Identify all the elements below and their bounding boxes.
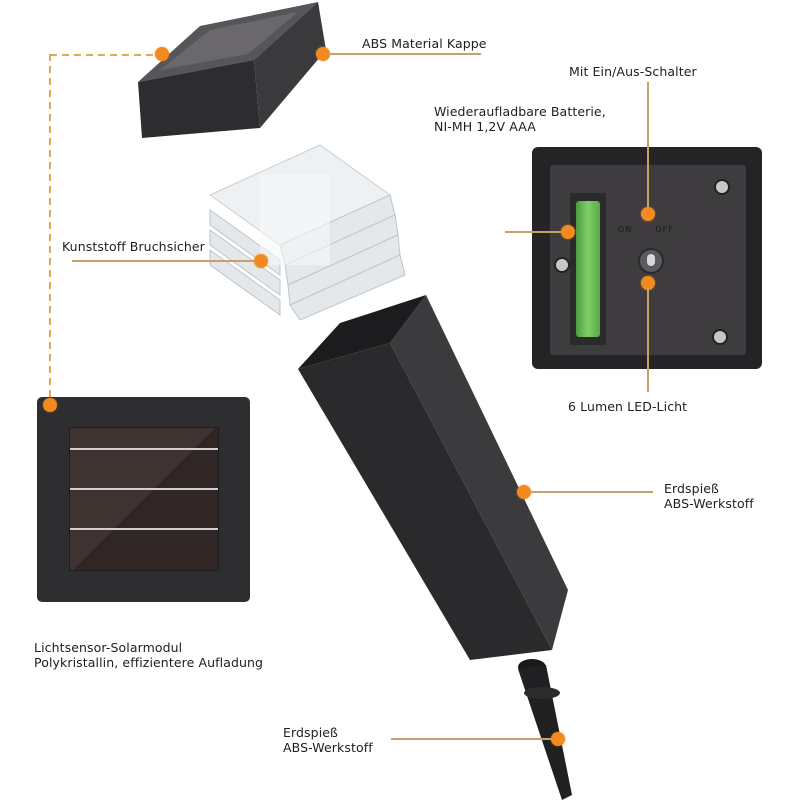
battery-dot bbox=[561, 225, 575, 239]
tube-leader-line bbox=[529, 491, 653, 493]
tube-illustration bbox=[298, 295, 568, 660]
switch-marking: ON OFF bbox=[618, 225, 674, 234]
led-leader-line bbox=[647, 288, 649, 392]
switch-dot bbox=[641, 207, 655, 221]
dashed-connector-side bbox=[49, 54, 51, 406]
clear-diffuser bbox=[200, 135, 410, 321]
spike-dot bbox=[551, 732, 565, 746]
spike-illustration bbox=[518, 659, 572, 800]
callout-stake-tube: Erdspieß ABS-Werkstoff bbox=[664, 481, 754, 511]
cap-leader-line bbox=[328, 53, 481, 55]
cap-illustration bbox=[138, 2, 326, 138]
battery-slot bbox=[570, 193, 606, 345]
callout-led: 6 Lumen LED-Licht bbox=[568, 399, 688, 414]
screw-icon bbox=[712, 329, 728, 345]
cap-dot-left bbox=[155, 47, 169, 61]
diffuser-illustration bbox=[209, 144, 406, 321]
callout-cap: ABS Material Kappe bbox=[362, 36, 487, 51]
ground-spike bbox=[510, 655, 590, 800]
battery-leader-line bbox=[505, 231, 567, 233]
switch-leader-line bbox=[647, 82, 649, 214]
led-dot bbox=[641, 276, 655, 290]
stake-tube bbox=[290, 285, 590, 660]
callout-solar: Lichtsensor-Solarmodul Polykristallin, e… bbox=[34, 640, 264, 670]
callout-switch: Mit Ein/Aus-Schalter bbox=[569, 64, 697, 79]
battery-cell bbox=[576, 201, 600, 337]
callout-diffuser: Kunststoff Bruchsicher bbox=[62, 239, 205, 254]
power-switch bbox=[638, 248, 664, 274]
abs-cap bbox=[130, 0, 340, 140]
solar-module bbox=[37, 397, 250, 602]
diffuser-leader-line bbox=[72, 260, 262, 262]
screw-icon bbox=[554, 257, 570, 273]
solar-dot bbox=[43, 398, 57, 412]
solar-cell bbox=[69, 427, 219, 571]
callout-spike: Erdspieß ABS-Werkstoff bbox=[283, 725, 373, 755]
screw-icon bbox=[714, 179, 730, 195]
spike-leader-line bbox=[391, 738, 557, 740]
dashed-connector-top bbox=[50, 54, 162, 56]
tube-dot bbox=[517, 485, 531, 499]
callout-battery: Wiederaufladbare Batterie, NI-MH 1,2V AA… bbox=[434, 104, 606, 134]
diffuser-dot bbox=[254, 254, 268, 268]
cap-dot-right bbox=[316, 47, 330, 61]
